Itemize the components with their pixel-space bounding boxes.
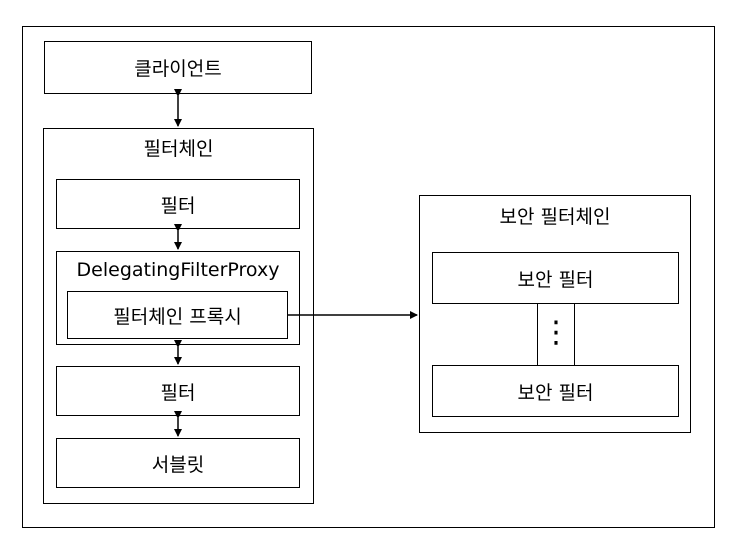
filter-label-top: 필터: [160, 194, 196, 217]
delegating-filter-proxy-title: DelegatingFilterProxy: [76, 259, 280, 281]
security-ellipsis-box: ⋮: [537, 303, 575, 366]
servlet-box: 서블릿: [56, 438, 300, 488]
security-filter-label-top: 보안 필터: [517, 268, 594, 291]
security-filter-box-bottom: 보안 필터: [432, 365, 679, 417]
filter-box-bottom: 필터: [56, 366, 300, 416]
filter-box-top: 필터: [56, 179, 300, 229]
security-filter-box-top: 보안 필터: [432, 252, 679, 304]
ellipsis-icon: ⋮: [541, 315, 571, 350]
security-filter-chain-title: 보안 필터체인: [499, 206, 611, 228]
filter-chain-proxy-label: 필터체인 프록시: [113, 305, 242, 328]
servlet-label: 서블릿: [151, 453, 205, 476]
filter-chain-title: 필터체인: [143, 138, 214, 160]
client-label: 클라이언트: [134, 58, 222, 80]
filter-label-bottom: 필터: [160, 381, 196, 404]
filter-chain-proxy-box: 필터체인 프록시: [67, 291, 288, 339]
client-box: 클라이언트: [44, 41, 312, 94]
security-filter-label-bottom: 보안 필터: [517, 381, 594, 404]
